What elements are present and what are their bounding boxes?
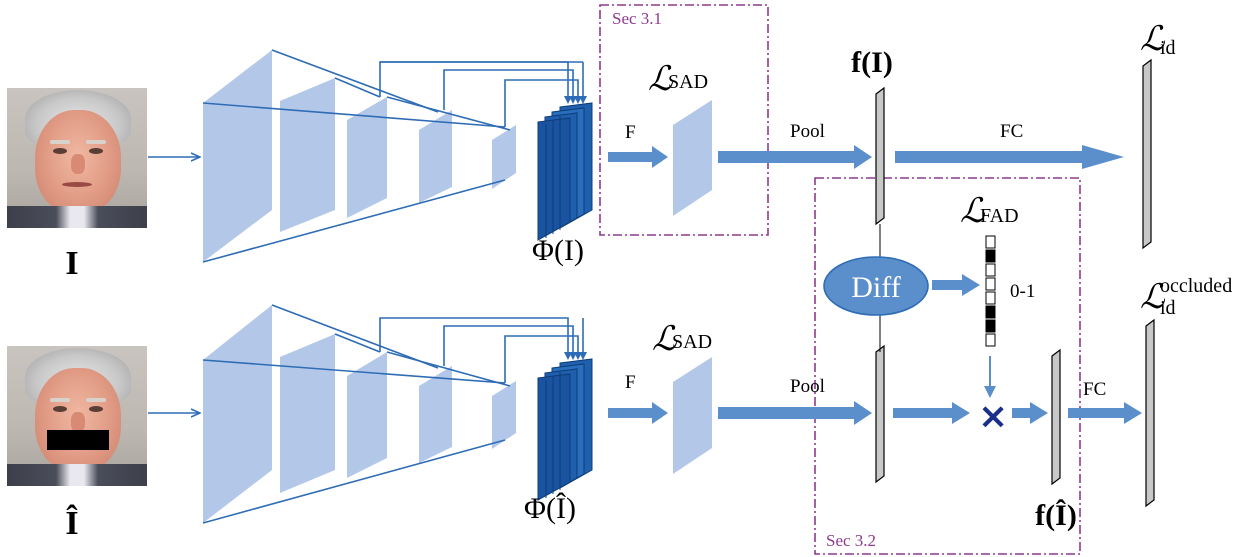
mask-bit (985, 333, 996, 347)
sec-3-2-label: Sec 3.2 (826, 531, 876, 550)
encoder-top-layer-1 (203, 50, 272, 262)
loss-fad-symbol: ℒ (960, 193, 986, 230)
loss-sad-top: ℒ SAD (648, 61, 708, 98)
sad-block-top (673, 100, 712, 216)
occlusion-patch (47, 430, 109, 450)
encoder-bottom-skip-arrowheads (564, 352, 587, 360)
mask-bit (985, 291, 996, 305)
mask-bit (985, 319, 996, 333)
encoder-bottom (202, 304, 593, 524)
pool-label-bottom: Pool (790, 376, 825, 397)
mask-bit (985, 235, 996, 249)
feat-vec-top-label: f(I) (851, 46, 893, 79)
encoder-top-layer-2 (280, 78, 335, 232)
loss-fad-sub: FAD (980, 205, 1019, 227)
loss-id-symbol: ℒ (1140, 21, 1166, 58)
loss-id: ℒ id (1140, 21, 1176, 59)
loss-sad-bottom-symbol: ℒ (652, 321, 678, 358)
sad-block-bottom (673, 357, 712, 474)
encoder-bottom-layer-3 (347, 352, 387, 478)
loss-sad-bottom: ℒ SAD (652, 321, 712, 358)
loss-id-occluded-sup: occluded (1160, 275, 1232, 297)
loss-fad: ℒ FAD (960, 193, 1019, 230)
multiply-symbol: × (978, 396, 1008, 437)
feature-original-label: Φ(I) (532, 234, 584, 267)
pool-label-top: Pool (790, 121, 825, 142)
loss-id-sub: id (1160, 37, 1176, 59)
loss-id-occluded-sub: id (1160, 297, 1176, 319)
arrow-after-multiply (1012, 402, 1048, 424)
occlusion-mask (985, 235, 996, 347)
feature-map-top (537, 102, 593, 241)
feature-vector-top (875, 86, 885, 226)
encoder-top (202, 49, 593, 263)
loss-id-occluded-vector (1145, 318, 1155, 508)
encoder-top-layer-3 (347, 97, 387, 218)
encoder-top-layer-4 (419, 110, 452, 203)
diff-node (823, 256, 929, 316)
diff-label: Diff (851, 271, 900, 304)
f-arrow-bottom (608, 402, 668, 424)
fc-label-top: FC (1000, 121, 1023, 142)
feat-vec-bottom-label: f(Î) (1035, 499, 1077, 532)
mask-bit (985, 277, 996, 291)
sec-3-1-label: Sec 3.1 (612, 9, 662, 28)
loss-id-occluded-symbol: ℒ (1140, 279, 1166, 316)
f-label-top: F (625, 122, 636, 143)
sec-3-2-box (814, 177, 1081, 555)
encoder-top-skip-lines (202, 49, 584, 263)
encoder-bottom-skip-lines (202, 304, 584, 524)
mask-range-label: 0-1 (1010, 281, 1035, 302)
encoder-bottom-layer-2 (280, 334, 335, 493)
encoder-bottom-layer-5 (492, 381, 516, 449)
loss-id-occluded: ℒ occluded id (1140, 275, 1232, 319)
input-face-original (7, 88, 147, 228)
diff-to-mask-arrow (932, 274, 980, 296)
pool-arrow-bottom (718, 401, 872, 425)
fc-label-bottom: FC (1083, 379, 1106, 400)
fc-arrow-top (895, 145, 1124, 169)
pool-arrow-top (718, 145, 872, 169)
f-arrow-top (608, 146, 668, 168)
feature-map-bottom (537, 358, 593, 501)
arrow-to-multiply (893, 402, 970, 424)
input-original-label: I (65, 245, 78, 282)
feature-vector-bottom (1051, 348, 1061, 486)
f-label-bottom: F (625, 372, 636, 393)
encoder-top-layer-5 (492, 125, 516, 189)
feature-occluded-label: Φ(Î) (524, 492, 576, 525)
encoder-top-skip-arrowheads (564, 96, 587, 104)
feature-vector-bottom-pre (875, 344, 885, 484)
mask-bit (985, 263, 996, 277)
sec-3-1-box (599, 4, 769, 236)
fc-arrow-bottom (1068, 402, 1142, 424)
encoder-bottom-layer-4 (419, 366, 452, 463)
loss-id-vector (1142, 58, 1152, 250)
loss-sad-top-symbol: ℒ (648, 61, 674, 98)
mask-bit (985, 249, 996, 263)
input-occluded-label: Î (65, 504, 78, 542)
loss-sad-bottom-sub: SAD (672, 331, 712, 353)
loss-sad-top-sub: SAD (668, 71, 708, 93)
encoder-bottom-layer-1 (203, 305, 272, 523)
mask-to-multiply-head (984, 386, 996, 398)
input-face-occluded (7, 346, 147, 486)
mask-bit (985, 305, 996, 319)
